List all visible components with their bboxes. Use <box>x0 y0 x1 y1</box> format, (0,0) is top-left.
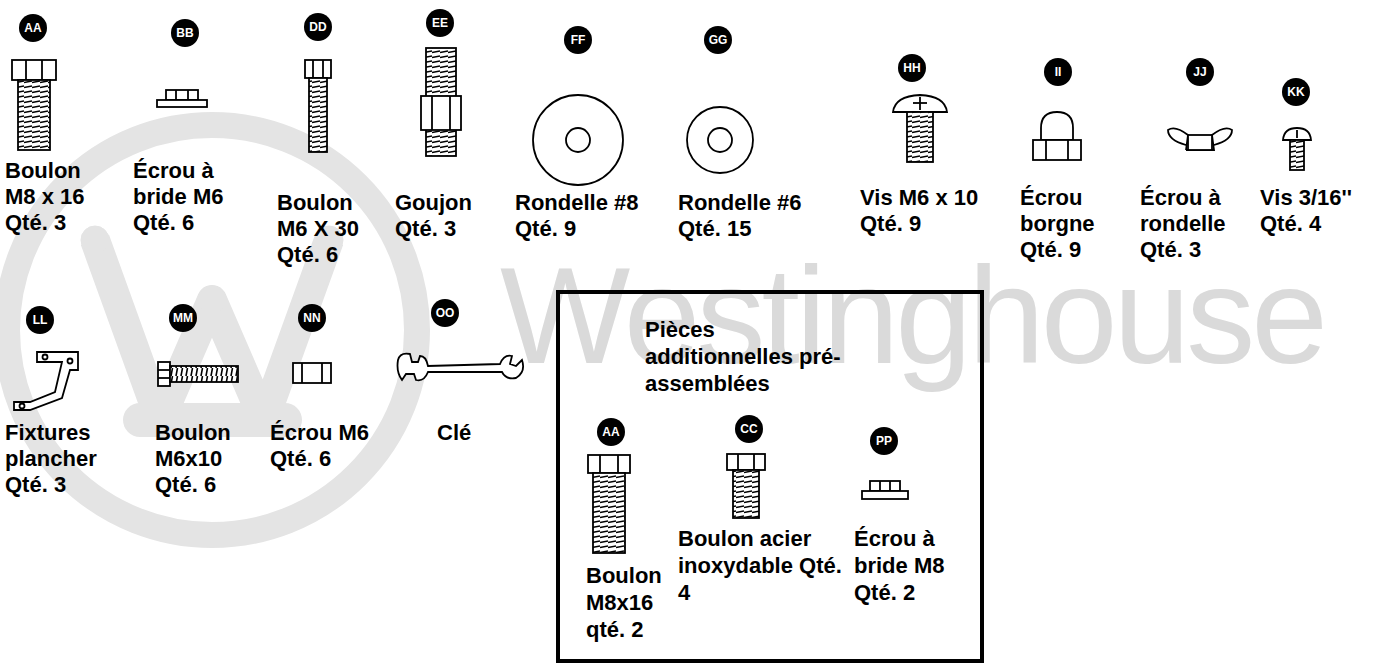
part-quantity: Qté. 9 <box>515 216 665 242</box>
part-name: Vis 3/16'' <box>1260 185 1385 211</box>
watermark: Westinghouse <box>500 240 1324 390</box>
callout-number: LL <box>26 306 54 334</box>
part-name: Écrou M6 <box>270 420 400 446</box>
callout-number: PP <box>870 427 898 455</box>
part-name: Écrou borgne <box>1020 185 1115 237</box>
part-name: Boulon M6x10 <box>155 420 255 472</box>
callout-number: CC <box>735 415 763 443</box>
part-name: Rondelle #6 <box>678 190 828 216</box>
parts-frame: Pièces additionnelles pré-assembléesAA Bo… <box>556 290 984 663</box>
part-quantity: Qté. 6 <box>277 242 377 268</box>
callout-number: BB <box>171 19 199 47</box>
part-quantity: Qté. 6 <box>155 472 255 498</box>
part-quantity: Qté. 4 <box>1260 211 1385 237</box>
callout-number: AA <box>597 418 625 446</box>
part-name: Écrou à rondelle <box>1140 185 1240 237</box>
part-name: Goujon <box>395 190 495 216</box>
callout-number: HH <box>898 54 926 82</box>
part-name: Vis M6 x 10 <box>860 185 1010 211</box>
part-quantity: Qté. 9 <box>860 211 1010 237</box>
callout-number: MM <box>169 304 197 332</box>
part-quantity: Qté. 3 <box>1140 237 1240 263</box>
part-quantity: Qté. 3 <box>395 216 495 242</box>
part-quantity: Qté. 15 <box>678 216 828 242</box>
callout-number: JJ <box>1186 58 1214 86</box>
part-name: Clé <box>437 420 517 446</box>
callout-number: AA <box>19 14 47 42</box>
callout-number: DD <box>304 13 332 41</box>
callout-number: OO <box>431 299 459 327</box>
part-name: Boulon M6 X 30 <box>277 190 377 242</box>
box-heading: Pièces additionnelles pré-assemblées <box>645 316 845 397</box>
part-quantity: Qté. 6 <box>270 446 400 472</box>
part-quantity: Qté. 3 <box>5 210 105 236</box>
part-name: Boulon M8 x 16 <box>5 158 105 210</box>
part-quantity: Qté. 9 <box>1020 237 1115 263</box>
callout-number: NN <box>298 304 326 332</box>
callout-number: KK <box>1282 78 1310 106</box>
part-name: Fixtures plancher <box>5 420 115 472</box>
part-name: Boulon M8x16 qté. 2 <box>586 562 681 643</box>
part-quantity: Qté. 3 <box>5 472 115 498</box>
part-name: Rondelle #8 <box>515 190 665 216</box>
callout-number: GG <box>704 26 732 54</box>
callout-number: FF <box>564 26 592 54</box>
part-name: Écrou à bride M6 <box>133 158 253 210</box>
callout-number: II <box>1044 58 1072 86</box>
part-name: Boulon acier inoxydable Qté. 4 <box>678 525 853 606</box>
part-name: Écrou à bride M8 Qté. 2 <box>854 525 969 606</box>
part-quantity: Qté. 6 <box>133 210 253 236</box>
callout-number: EE <box>426 9 454 37</box>
